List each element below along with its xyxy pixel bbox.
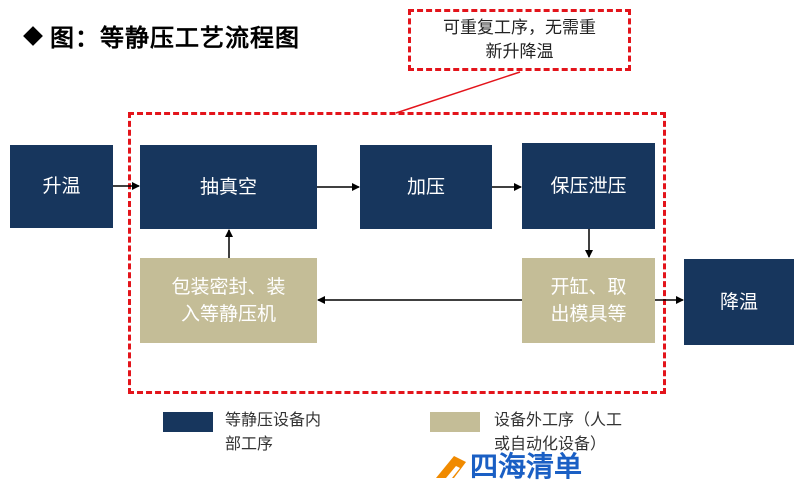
watermark-text: 四海清单 (470, 450, 583, 483)
callout-line-1: 可重复工序，无需重 (443, 18, 596, 38)
node-cool-down-label: 降温 (719, 290, 758, 313)
repeatable-callout: 可重复工序，无需重 新升降温 (408, 9, 631, 71)
page-title: 图：等静压工艺流程图 (23, 18, 300, 53)
legend-external-label: 设备外工序（人工 或自动化设备） (494, 408, 622, 456)
watermark-logo-icon (436, 456, 466, 478)
legend-internal-line-1: 等静压设备内 (225, 410, 322, 429)
node-vacuum-label: 抽真空 (199, 175, 257, 198)
node-cool-down: 降温 (684, 259, 794, 345)
title-text: 图：等静压工艺流程图 (50, 24, 300, 52)
node-open-remove-line-1: 开缸、取 (550, 275, 627, 298)
node-pack-seal-line-1: 包装密封、装 (171, 275, 286, 298)
legend-external-line-1: 设备外工序（人工 (494, 410, 623, 429)
legend-internal-label: 等静压设备内 部工序 (225, 408, 321, 456)
legend-swatch-external (430, 412, 480, 432)
node-pressurize: 加压 (360, 145, 492, 229)
node-vacuum: 抽真空 (140, 145, 317, 229)
node-open-remove-line-2: 出模具等 (550, 302, 627, 325)
node-hold-release-label: 保压泄压 (550, 174, 627, 197)
node-heat-up: 升温 (10, 145, 113, 228)
node-pack-seal-line-2: 入等静压机 (180, 302, 276, 325)
repeatable-process-group (128, 112, 666, 394)
legend-internal-line-2: 部工序 (225, 434, 274, 453)
callout-leader-line (395, 71, 521, 114)
node-heat-up-label: 升温 (42, 175, 81, 197)
callout-line-2: 新升降温 (485, 42, 554, 62)
node-pressurize-label: 加压 (406, 175, 445, 198)
node-hold-release: 保压泄压 (522, 143, 655, 229)
legend-external-line-2: 或自动化设备） (494, 434, 607, 453)
legend-swatch-internal (163, 412, 213, 432)
node-open-remove: 开缸、取 出模具等 (522, 258, 655, 343)
node-pack-seal: 包装密封、装 入等静压机 (140, 258, 317, 343)
